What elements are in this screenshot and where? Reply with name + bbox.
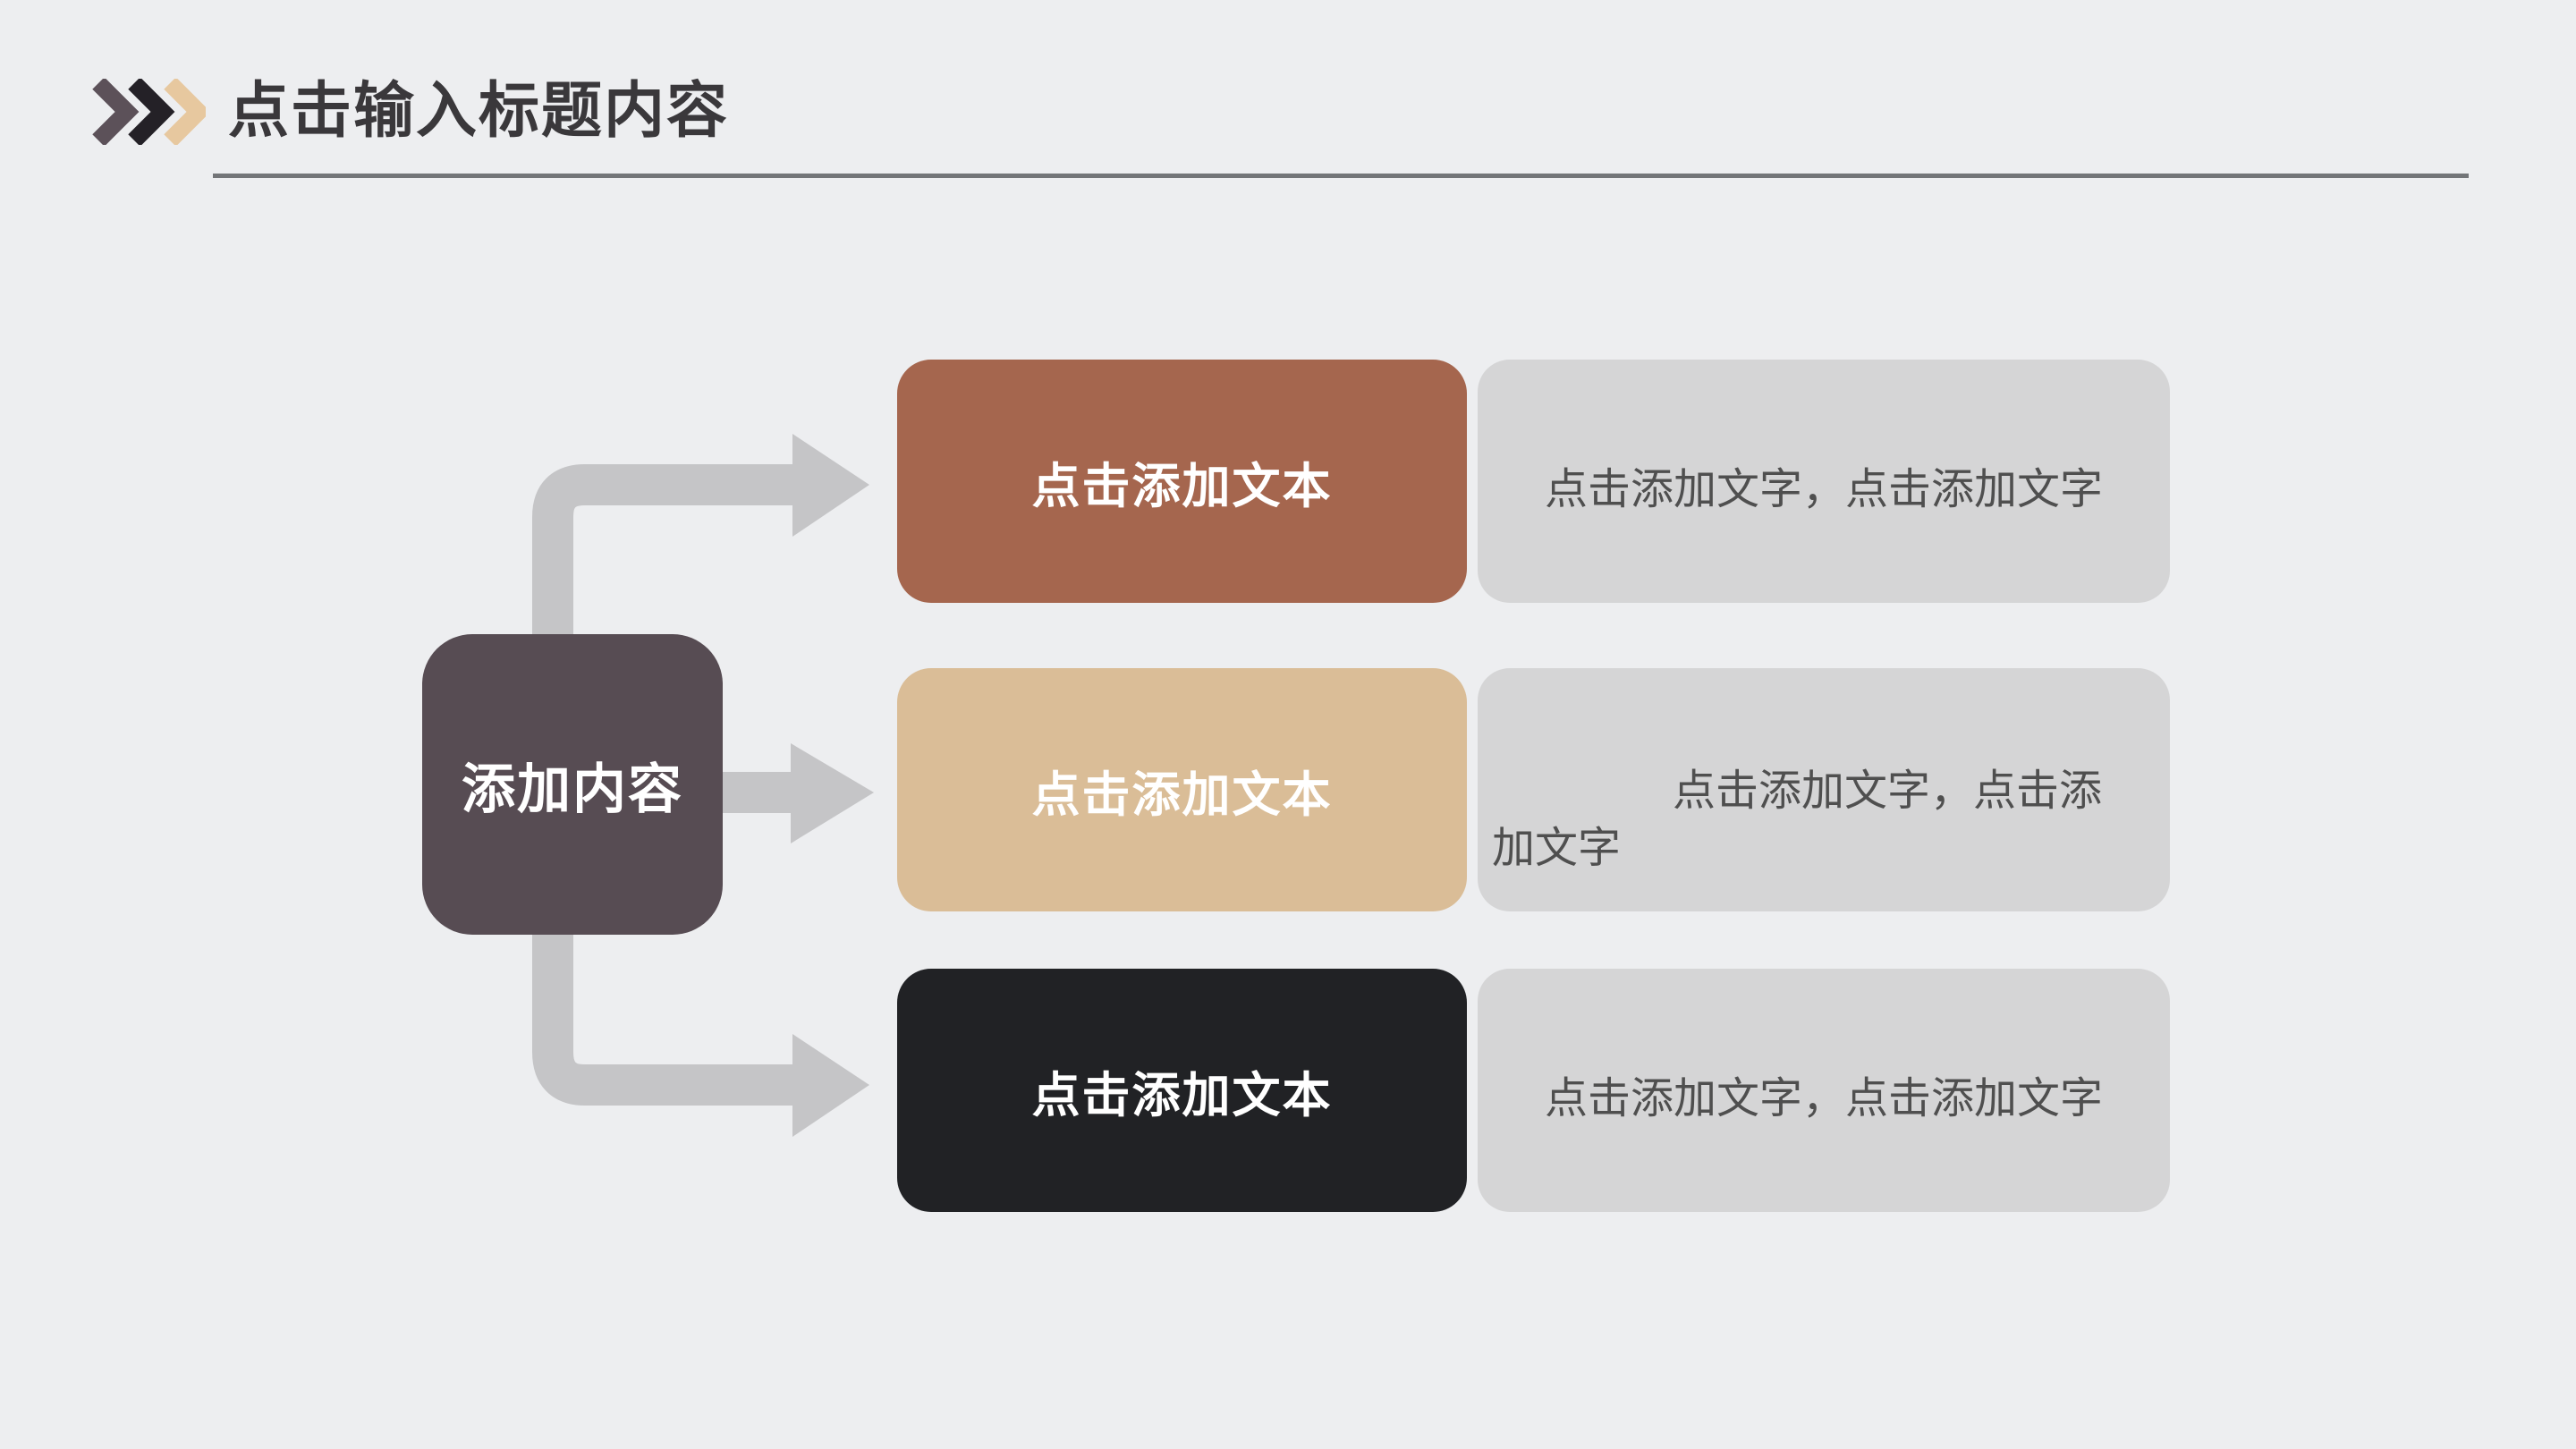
row2-desc-line1: 点击添加文字，点击添 — [1673, 767, 2103, 815]
row1-desc-box[interactable]: 点击添加文字，点击添加文字 — [1478, 360, 2170, 603]
row3-desc-box[interactable]: 点击添加文字，点击添加文字 — [1478, 969, 2170, 1212]
diagram-row-3: 点击添加文本 点击添加文字，点击添加文字 — [897, 969, 2170, 1212]
diagram-row-1: 点击添加文本 点击添加文字，点击添加文字 — [897, 360, 2170, 603]
arrow-bottom-icon — [532, 929, 869, 1137]
diagram-row-2: 点击添加文本 点击添加文字，点击添 加文字 — [897, 668, 2170, 911]
row3-label: 点击添加文本 — [1031, 1068, 1333, 1123]
center-node[interactable]: 添加内容 — [422, 634, 723, 935]
title-divider — [213, 174, 2469, 178]
arrow-top-icon — [532, 434, 869, 640]
row1-label-box[interactable]: 点击添加文本 — [897, 360, 1467, 603]
row1-label: 点击添加文本 — [1031, 459, 1333, 513]
row1-desc-text: 点击添加文字，点击添加文字 — [1544, 466, 2103, 513]
row3-desc-text: 点击添加文字，点击添加文字 — [1544, 1075, 2103, 1123]
row2-desc-text: 点击添加文字，点击添 加文字 — [1492, 763, 2122, 877]
arrow-middle-icon — [698, 743, 874, 843]
row2-desc-box[interactable]: 点击添加文字，点击添 加文字 — [1478, 668, 2170, 911]
triple-chevron-icon — [89, 79, 206, 145]
center-node-label: 添加内容 — [462, 758, 683, 819]
row2-label-box[interactable]: 点击添加文本 — [897, 668, 1467, 911]
slide-title[interactable]: 点击输入标题内容 — [228, 77, 730, 145]
row2-label: 点击添加文本 — [1031, 767, 1333, 822]
row2-desc-line2: 加文字 — [1492, 825, 1622, 872]
row3-label-box[interactable]: 点击添加文本 — [897, 969, 1467, 1212]
